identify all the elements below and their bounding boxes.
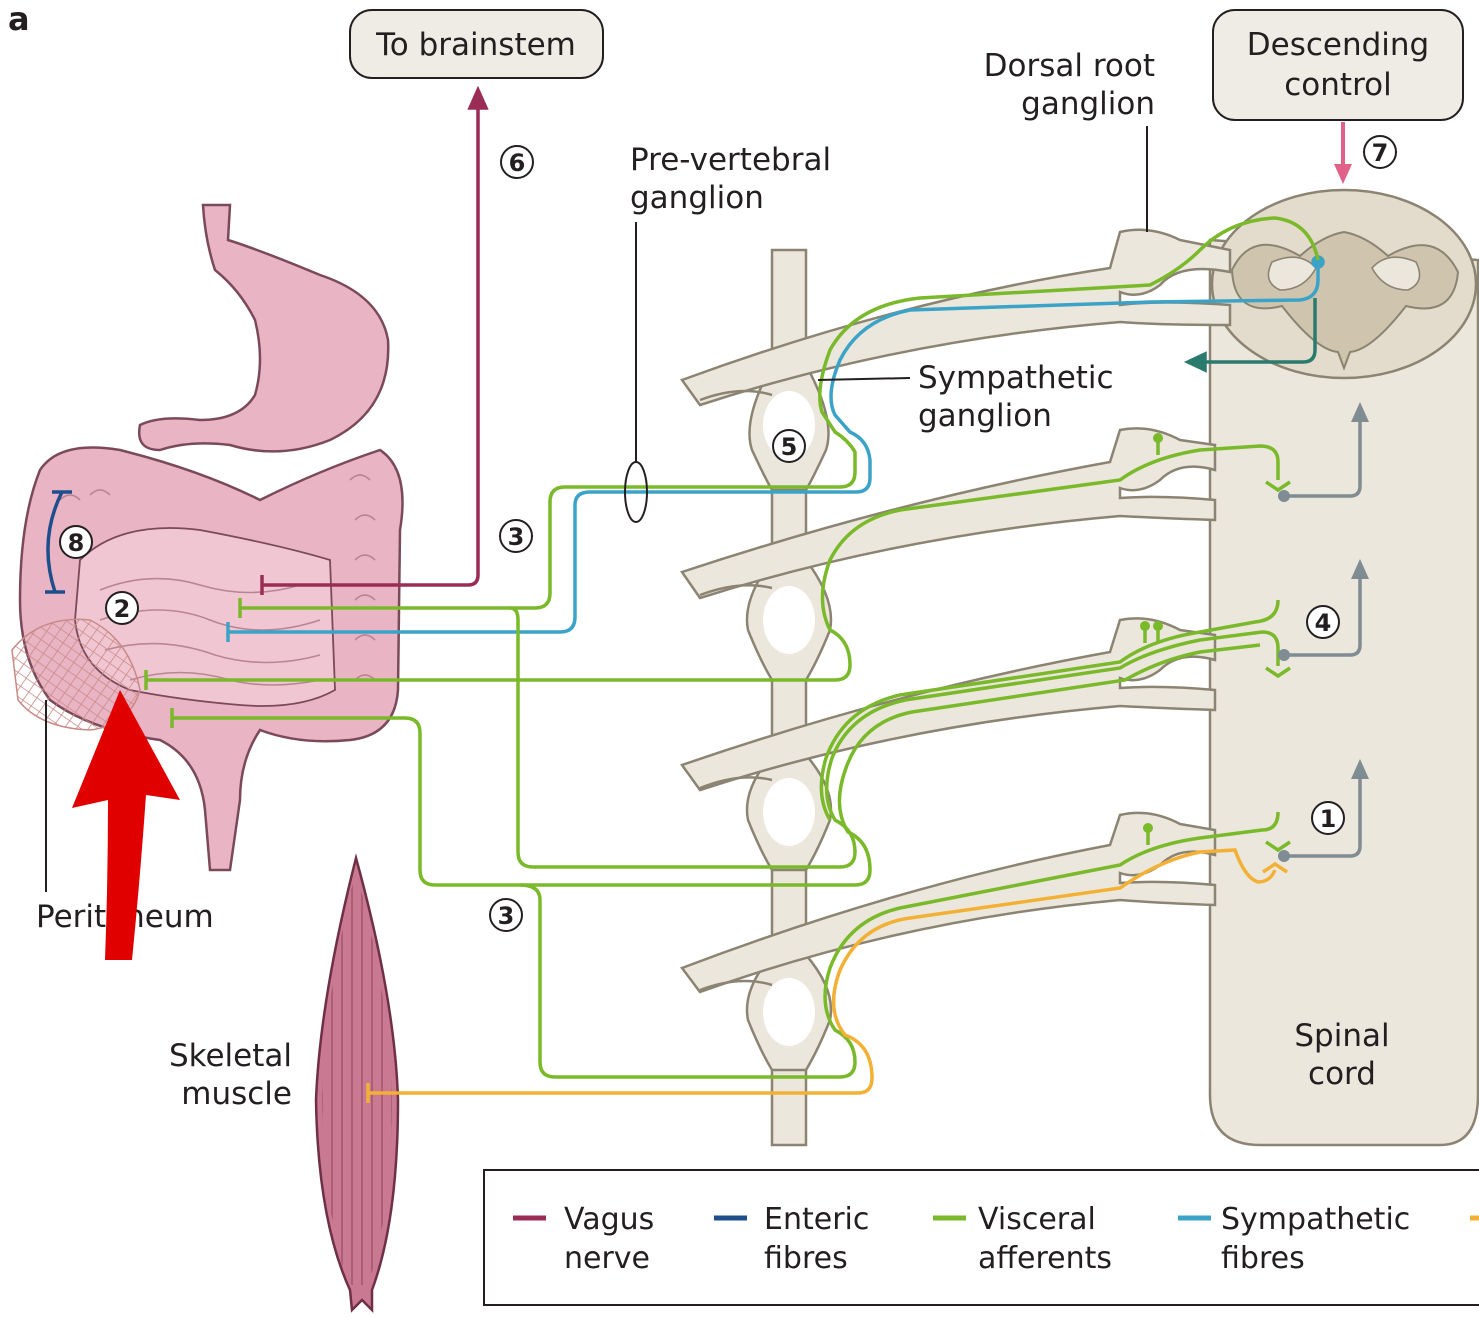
- skeletal-muscle: [316, 858, 398, 1310]
- spinal-label-2: cord: [1308, 1056, 1376, 1092]
- skeletal-label-1: Skeletal: [169, 1038, 292, 1074]
- svg-text:6: 6: [509, 149, 526, 177]
- drg-label-2: ganglion: [1021, 86, 1155, 122]
- descending-arrow: [1334, 122, 1352, 184]
- svg-text:nerve: nerve: [564, 1241, 650, 1276]
- marker-2: 2: [106, 592, 138, 624]
- svg-text:3: 3: [508, 523, 525, 551]
- skeletal-label-2: muscle: [181, 1076, 292, 1112]
- svg-text:Visceral: Visceral: [978, 1202, 1096, 1237]
- marker-3b: 3: [490, 899, 522, 931]
- to-brainstem-box: To brainstem: [350, 10, 603, 78]
- marker-5: 5: [773, 430, 805, 462]
- symp-ganglion-label-2: ganglion: [918, 398, 1052, 434]
- to-brainstem-label: To brainstem: [375, 27, 576, 63]
- marker-6: 6: [501, 146, 533, 178]
- spinal-cord: [1210, 190, 1478, 1145]
- svg-text:5: 5: [781, 433, 798, 461]
- svg-text:4: 4: [1315, 609, 1332, 637]
- panel-label: a: [8, 0, 30, 38]
- prevertebral-label-2: ganglion: [630, 180, 764, 216]
- marker-3a: 3: [500, 520, 532, 552]
- descending-label-1: Descending: [1247, 27, 1429, 63]
- descending-control-box: Descending control: [1213, 10, 1463, 120]
- prevertebral-ganglion: [625, 222, 647, 522]
- marker-1: 1: [1312, 802, 1344, 834]
- descending-label-2: control: [1284, 67, 1391, 103]
- svg-text:Sympathetic: Sympathetic: [1221, 1202, 1410, 1237]
- legend: Vagus nerve Enteric fibres Visceral affe…: [484, 1170, 1479, 1305]
- symp-ganglion-label-1: Sympathetic: [918, 360, 1114, 396]
- svg-text:2: 2: [114, 595, 131, 623]
- spinal-label-1: Spinal: [1294, 1018, 1389, 1054]
- drg-label-1: Dorsal root: [984, 48, 1155, 84]
- svg-text:fibres: fibres: [1221, 1241, 1305, 1276]
- stomach: [139, 205, 388, 451]
- marker-4: 4: [1307, 606, 1339, 638]
- svg-text:7: 7: [1372, 139, 1389, 167]
- marker-7: 7: [1364, 136, 1396, 168]
- prevertebral-label-1: Pre-vertebral: [630, 142, 831, 178]
- svg-text:8: 8: [68, 529, 85, 557]
- svg-text:1: 1: [1320, 805, 1337, 833]
- rami-communicantes: [700, 391, 772, 990]
- svg-text:Enteric: Enteric: [764, 1202, 869, 1237]
- svg-text:Vagus: Vagus: [564, 1202, 654, 1237]
- svg-text:afferents: afferents: [978, 1241, 1112, 1276]
- svg-text:fibres: fibres: [764, 1241, 848, 1276]
- svg-text:3: 3: [498, 902, 515, 930]
- marker-8: 8: [60, 526, 92, 558]
